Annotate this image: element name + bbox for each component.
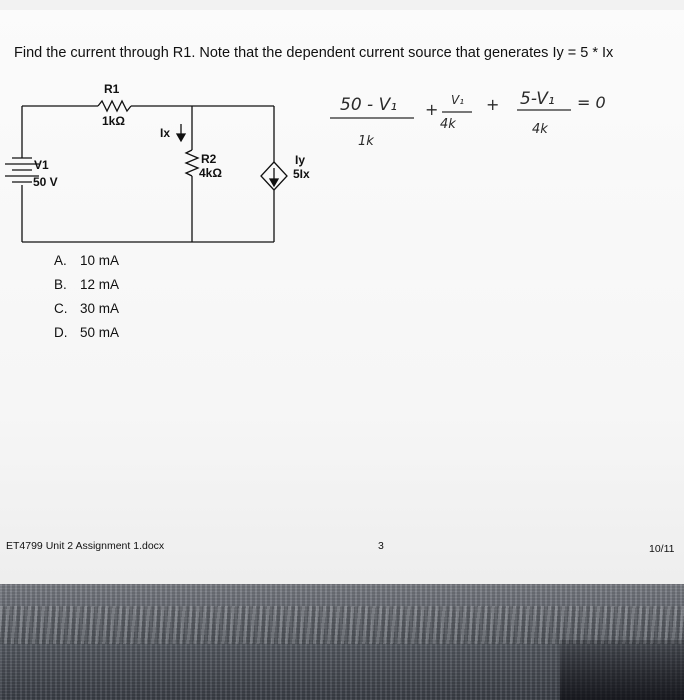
top-cut-edge — [0, 0, 684, 10]
ix-label: Ix — [160, 126, 170, 140]
choice-text: 12 mA — [80, 277, 120, 292]
r2-resistor — [184, 149, 200, 177]
v1-value-label: 50 V — [33, 175, 58, 189]
r1-resistor — [97, 99, 132, 113]
choice-text: 10 mA — [80, 253, 120, 268]
term1-denominator: 1k — [358, 134, 374, 149]
fabric-texture — [0, 606, 684, 644]
iy-arrow-icon — [268, 168, 280, 188]
iy-value-label: 5Ix — [293, 167, 310, 181]
choice-letter: D. — [54, 325, 68, 340]
r1-value-label: 1kΩ — [102, 114, 125, 128]
r2-value-label: 4kΩ — [199, 166, 222, 180]
choice-a: A. 10 mA — [54, 253, 119, 277]
ix-arrow-icon — [175, 124, 187, 143]
choice-letter: A. — [54, 253, 67, 268]
circuit-diagram: R1 1kΩ Ix R2 4kΩ V1 50 V Iy 5Ix — [5, 82, 310, 243]
choice-c: C. 30 mA — [54, 301, 119, 325]
iy-name-label: Iy — [295, 153, 305, 167]
term1-numerator: 50 - V₁ — [340, 95, 397, 115]
term3-denominator: 4k — [532, 122, 548, 137]
choice-d: D. 50 mA — [54, 325, 119, 349]
term2-numerator: V₁ — [451, 93, 464, 107]
fabric-shadow — [560, 640, 684, 700]
footer-filename: ET4799 Unit 2 Assignment 1.docx — [6, 540, 165, 552]
choice-letter: C. — [54, 301, 68, 316]
handwritten-equation: 50 - V₁ 1k + V₁ 4k + 5-V₁ 4k = 0 — [330, 89, 606, 149]
plus-sign-1: + — [425, 100, 438, 119]
term3-numerator: 5-V₁ — [520, 89, 555, 109]
answer-choices: A. 10 mA B. 12 mA C. 30 mA D. 50 mA — [54, 253, 119, 349]
choice-text: 50 mA — [80, 325, 120, 340]
r2-name-label: R2 — [201, 152, 217, 166]
choice-b: B. 12 mA — [54, 277, 119, 301]
r1-name-label: R1 — [104, 82, 120, 96]
v1-name-label: V1 — [34, 158, 49, 172]
question-text: Find the current through R1. Note that t… — [14, 45, 614, 61]
footer-date: 10/11 — [649, 543, 675, 555]
footer-page-number: 3 — [378, 540, 384, 552]
choice-text: 30 mA — [80, 301, 120, 316]
choice-letter: B. — [54, 277, 67, 292]
equals-zero: = 0 — [577, 93, 606, 112]
term2-denominator: 4k — [440, 117, 456, 132]
document-page: Find the current through R1. Note that t… — [0, 0, 684, 584]
plus-sign-2: + — [486, 95, 499, 114]
